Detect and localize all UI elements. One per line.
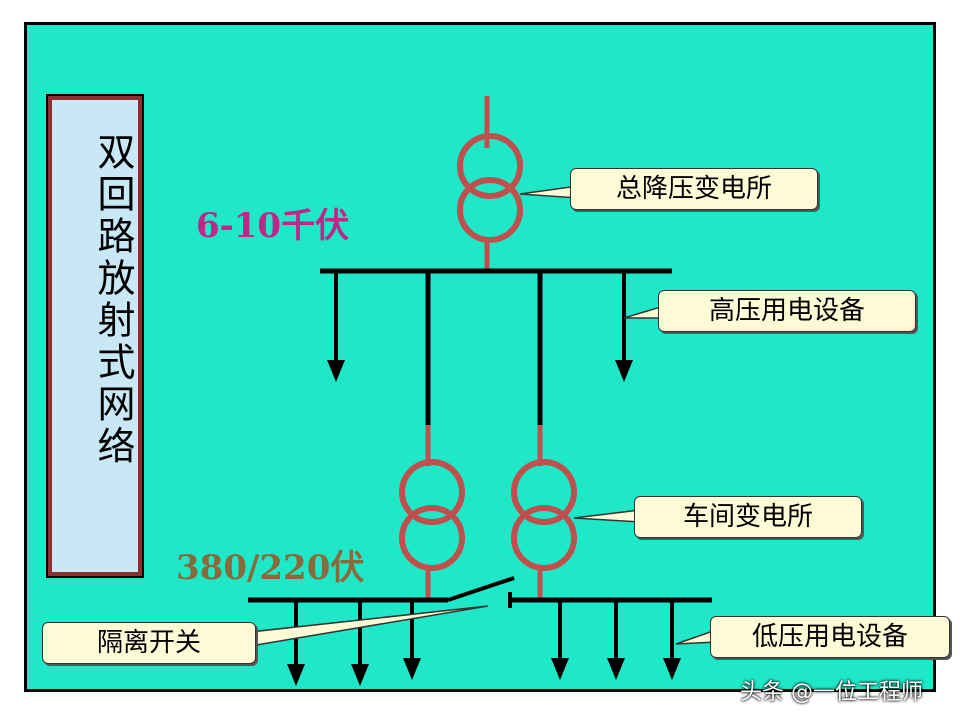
callout-hv-equipment: 高压用电设备	[658, 290, 916, 332]
lv-load-arrow	[551, 600, 569, 680]
workshop-transformer-left	[399, 459, 465, 571]
callout-main-substation: 总降压变电所	[570, 168, 818, 210]
hv-load-arrow	[615, 271, 633, 382]
title-box: 双回路放射式网络	[48, 96, 142, 576]
lv-load-arrow	[663, 600, 681, 680]
callout-lv-equipment: 低压用电设备	[710, 616, 950, 658]
watermark: 头条 @一位工程师	[740, 680, 923, 705]
isolating-switch	[447, 576, 515, 608]
workshop-transformer-right	[511, 459, 577, 571]
lv-load-arrow	[403, 600, 421, 680]
lv-load-arrow	[351, 600, 369, 686]
callout-isolating-switch: 隔离开关	[42, 622, 256, 664]
callout-pointer	[249, 605, 489, 647]
callout-pointer	[573, 509, 641, 523]
main-transformer	[457, 133, 523, 243]
diagram-panel	[24, 22, 936, 692]
callout-workshop-substation: 车间变电所	[634, 496, 862, 538]
lv-load-arrow	[607, 600, 625, 680]
lv-load-arrow	[287, 600, 305, 686]
diagram-title: 双回路放射式网络	[91, 132, 135, 468]
voltage-label-high: 6-10千伏	[196, 206, 350, 246]
hv-load-arrow	[327, 271, 345, 382]
voltage-label-low: 380/220伏	[176, 548, 365, 588]
